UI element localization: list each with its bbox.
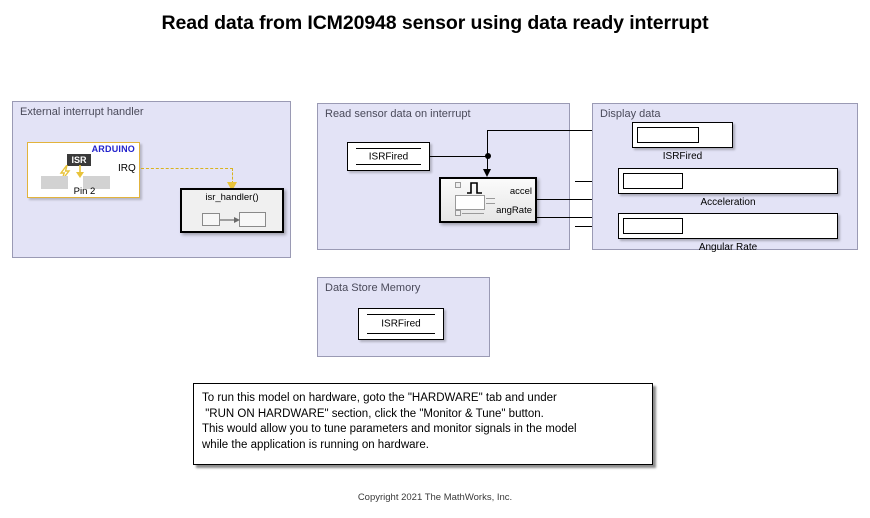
data-store-read-rule-bottom xyxy=(356,164,421,165)
wire-accel-segment-1 xyxy=(537,199,609,200)
isr-handler-outport-glyph xyxy=(239,212,266,227)
signal-junction-isrfired xyxy=(485,153,491,159)
arduino-external-interrupt-block[interactable]: ARDUINO ISR Pin 2 xyxy=(27,142,140,198)
isr-badge-icon: ISR xyxy=(67,154,91,166)
sensor-outport-accel-label: accel xyxy=(509,186,532,197)
sensor-pin-2 xyxy=(486,203,495,204)
icm20948-sensor-block[interactable]: accel angRate xyxy=(439,177,537,223)
data-store-memory-isrfired-block[interactable]: ISRFired xyxy=(358,308,444,340)
subsystem-area-read-sensor-data[interactable]: Read sensor data on interrupt xyxy=(317,103,570,250)
display-isrfired-label: ISRFired xyxy=(662,151,703,162)
display-block-angular-rate[interactable] xyxy=(618,213,838,239)
annotation-note[interactable]: To run this model on hardware, goto the … xyxy=(193,383,653,465)
isr-handler-internal-wire-icon xyxy=(220,217,240,223)
arduino-pad-right xyxy=(83,176,110,189)
sensor-pin-3 xyxy=(462,213,484,214)
display-angular-rate-label: Angular Rate xyxy=(698,242,758,253)
wire-isrfired-to-junction xyxy=(430,156,488,157)
wire-sensor-trigger-arrowhead xyxy=(483,169,491,177)
annotation-line-4: while the application is running on hard… xyxy=(202,438,429,451)
lightning-bolt-icon xyxy=(59,165,71,180)
copyright-text: Copyright 2021 The MathWorks, Inc. xyxy=(357,492,513,503)
arduino-pad-left xyxy=(41,176,68,189)
sensor-outport-angrate-label: angRate xyxy=(496,205,532,216)
display-isrfired-value xyxy=(637,127,699,143)
isr-handler-label: isr_handler() xyxy=(205,192,259,203)
isr-trigger-arrow-icon xyxy=(76,165,84,178)
sensor-body-glyph xyxy=(455,195,485,210)
wire-isrfired-branch-to-display xyxy=(487,130,619,131)
data-store-memory-name: ISRFired xyxy=(381,318,421,330)
display-block-isrfired[interactable] xyxy=(632,122,733,148)
isr-handler-inport-glyph xyxy=(202,213,220,226)
sensor-input-square-top xyxy=(455,182,461,188)
data-store-read-isrfired-block[interactable]: ISRFired xyxy=(347,142,430,171)
irq-wire-horizontal xyxy=(141,168,233,169)
irq-port-label: IRQ xyxy=(118,163,136,174)
area-label-external-interrupt-handler: External interrupt handler xyxy=(20,106,144,118)
display-angular-rate-value xyxy=(623,218,683,234)
model-title: Read data from ICM20948 sensor using dat… xyxy=(161,12,709,34)
data-store-read-name: ISRFired xyxy=(368,151,409,162)
sensor-pin-1 xyxy=(486,198,495,199)
area-label-data-store-memory: Data Store Memory xyxy=(325,282,421,294)
annotation-line-3: This would allow you to tune parameters … xyxy=(202,423,577,435)
annotation-line-1: To run this model on hardware, goto the … xyxy=(202,392,557,404)
annotation-line-2: "RUN ON HARDWARE" section, click the "Mo… xyxy=(202,407,544,420)
data-store-memory-rule-top xyxy=(367,314,435,315)
irq-wire-arrowhead xyxy=(227,182,237,191)
arduino-pin-label: Pin 2 xyxy=(73,186,96,197)
display-block-acceleration[interactable] xyxy=(618,168,838,194)
wire-isrfired-to-sensor-trigger xyxy=(487,156,488,170)
display-acceleration-value xyxy=(623,173,683,189)
irq-wire-vertical xyxy=(232,168,233,184)
data-store-read-rule-top xyxy=(356,148,421,149)
data-store-memory-rule-bottom xyxy=(367,333,435,334)
area-label-read-sensor-data: Read sensor data on interrupt xyxy=(325,108,471,120)
display-acceleration-label: Acceleration xyxy=(700,197,756,208)
pulse-trigger-icon xyxy=(467,182,482,194)
sensor-input-square-bottom xyxy=(455,210,461,216)
wire-angrate-segment-1 xyxy=(537,217,609,218)
area-label-display-data: Display data xyxy=(600,108,661,120)
arduino-vendor-label: ARDUINO xyxy=(91,144,135,154)
isr-handler-subsystem-block[interactable]: isr_handler() xyxy=(180,188,284,233)
wire-isrfired-branch-up xyxy=(487,130,488,157)
